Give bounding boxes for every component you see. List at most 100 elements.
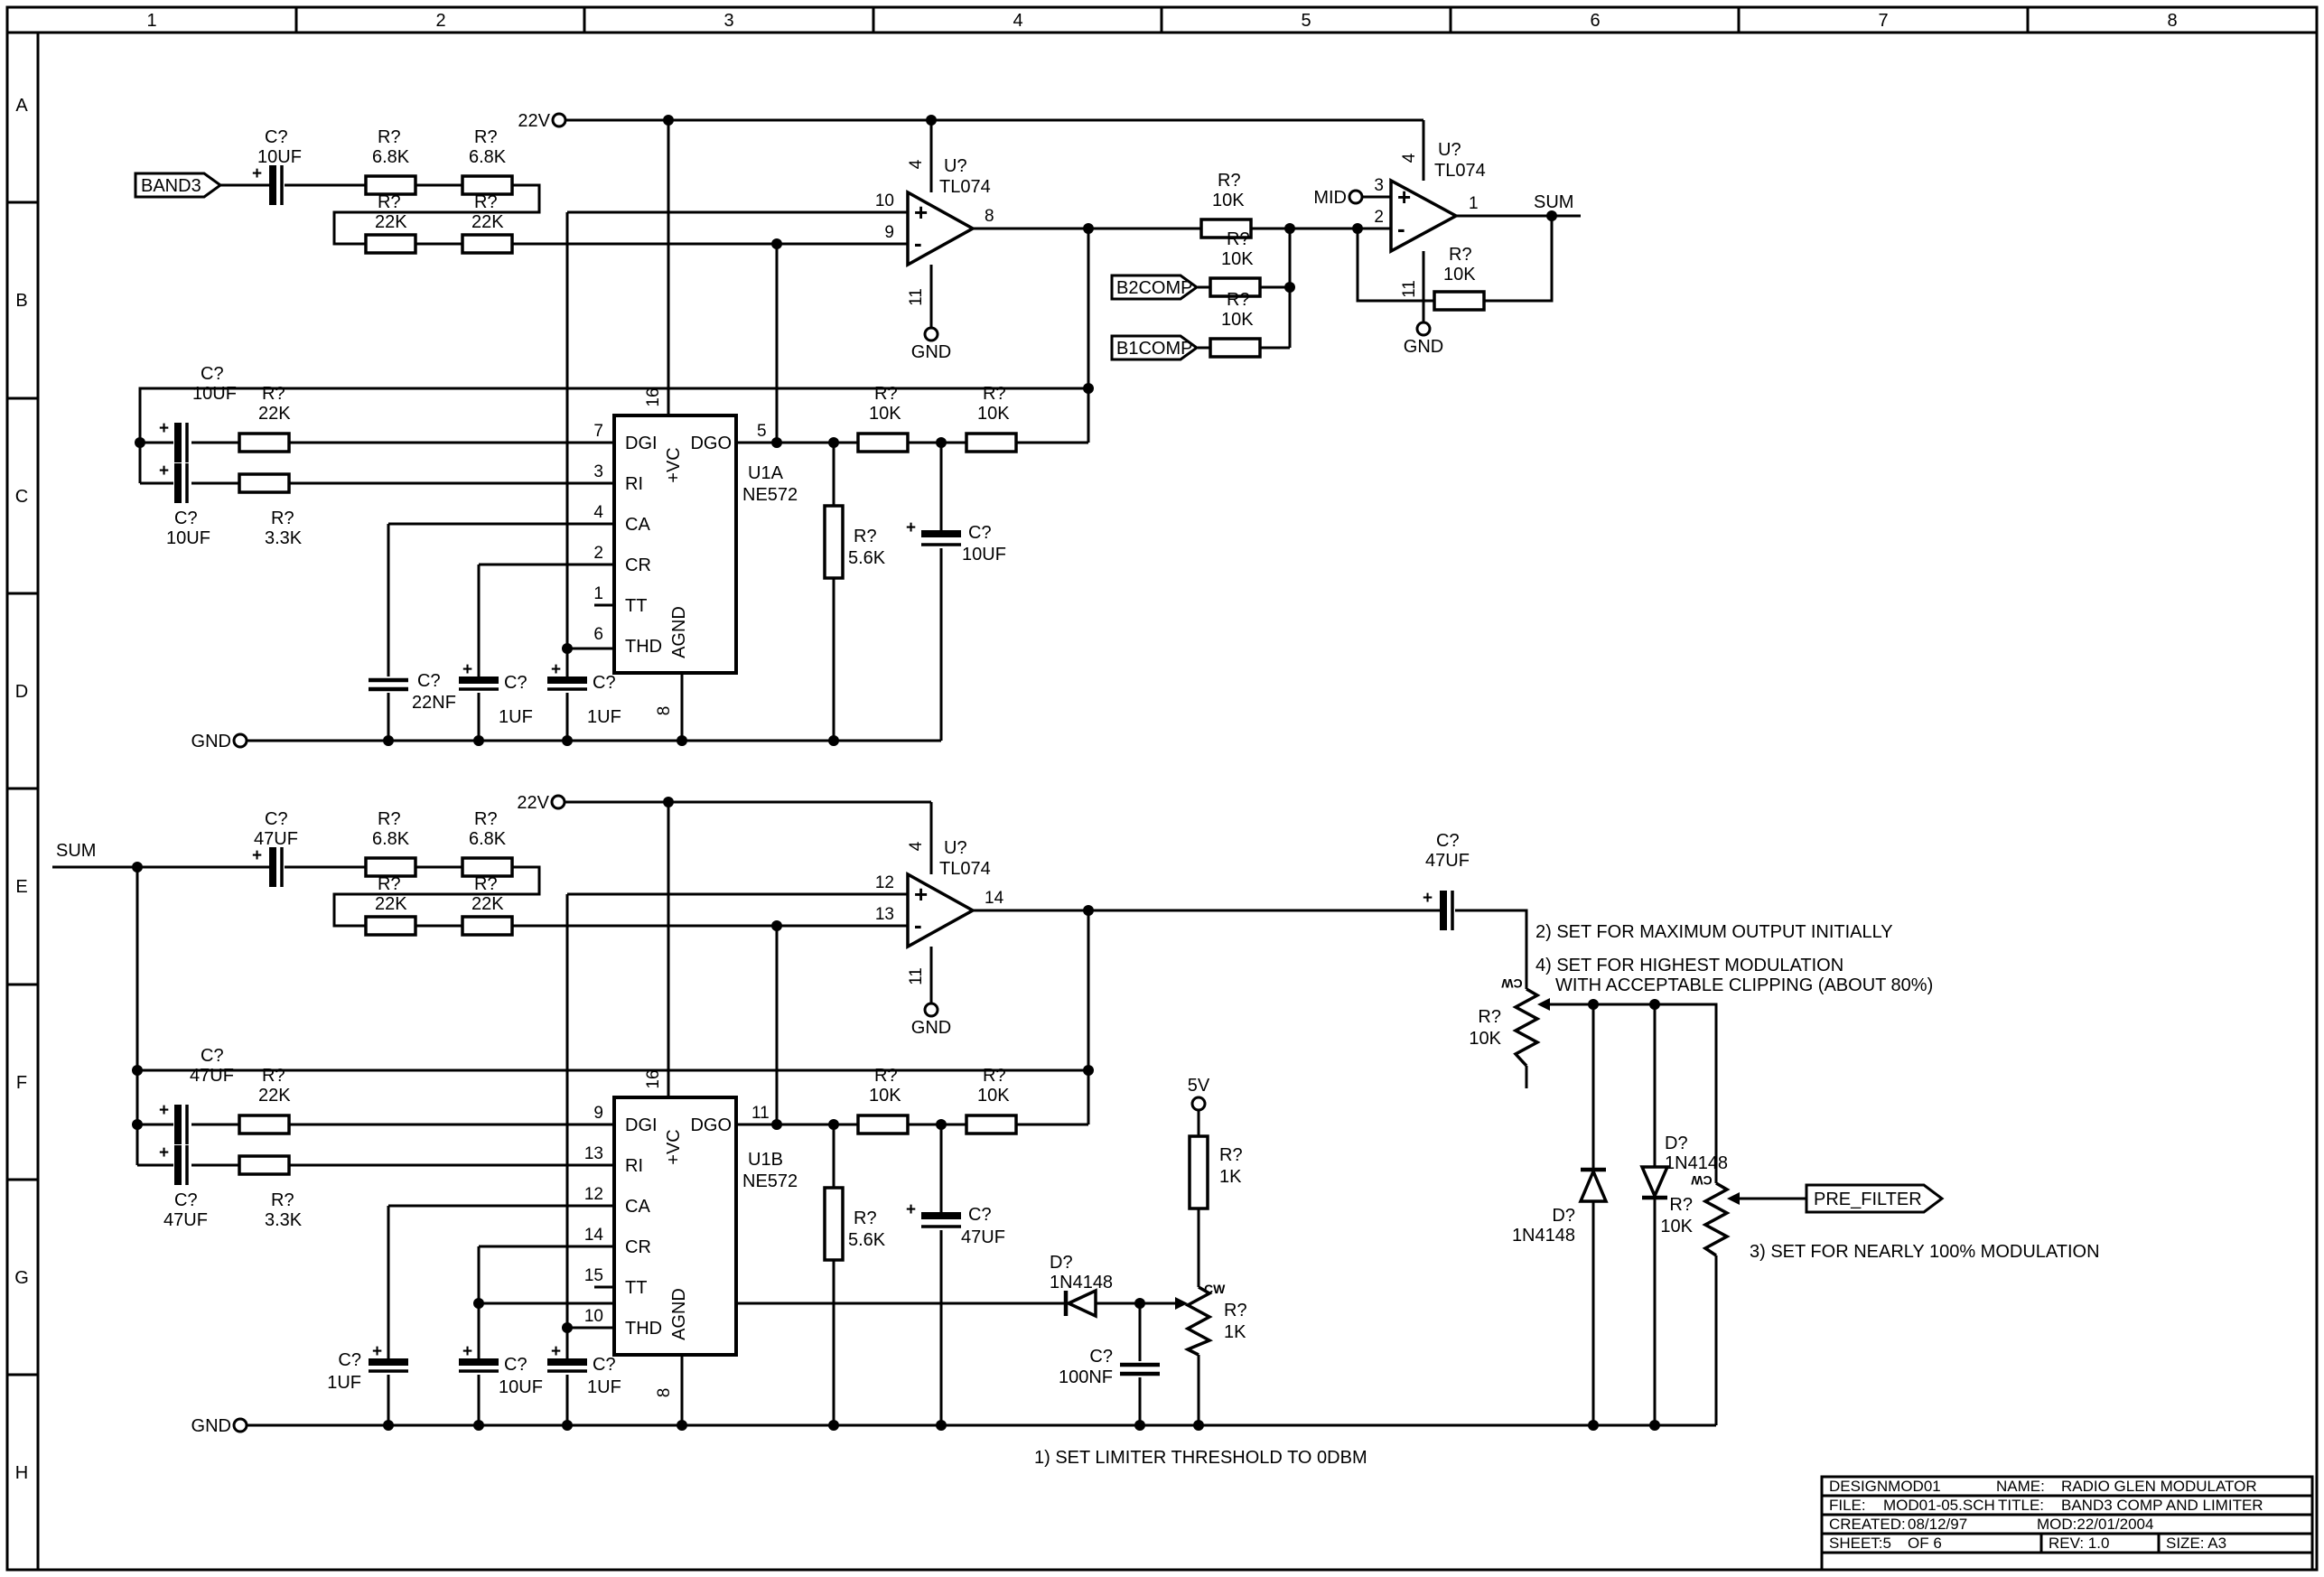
power-port-mid[interactable]: MID bbox=[1313, 188, 1364, 208]
ic-pin-name: CR bbox=[625, 1237, 651, 1257]
resistor-3k3-ri[interactable]: R? 3.3K bbox=[238, 472, 303, 548]
resistor-6k8-c[interactable]: R? 6.8K bbox=[364, 809, 417, 878]
created-date: 08/12/97 bbox=[1908, 1516, 1967, 1533]
capacitor-47uf-mid2[interactable]: + C? 47UF bbox=[906, 1200, 1005, 1247]
capacitor-47uf-output[interactable]: + C? 47UF bbox=[1423, 831, 1470, 930]
capacitor-47uf-dgi[interactable]: + C? 47UF bbox=[159, 1046, 234, 1144]
port-pre-filter[interactable]: PRE_FILTER bbox=[1805, 1183, 1945, 1214]
col-label: 4 bbox=[1013, 11, 1022, 31]
pin-number: 13 bbox=[875, 905, 894, 924]
polarity-plus-icon: + bbox=[462, 660, 472, 679]
resistor-5k6[interactable]: R? 5.6K bbox=[823, 504, 886, 580]
capacitor-1uf-thd[interactable]: + C? 1UF bbox=[547, 660, 621, 727]
pin-number: 11 bbox=[1400, 280, 1419, 298]
power-5v-label: 5V bbox=[1188, 1076, 1210, 1096]
capacitor-100nf[interactable]: C? 100NF bbox=[1059, 1347, 1160, 1387]
capacitor-22nf[interactable]: C? 22NF bbox=[369, 671, 456, 713]
res-ref: R? bbox=[378, 809, 401, 829]
resistor-10k-dgo2-b[interactable]: R? 10K bbox=[965, 1066, 1018, 1135]
resistor-3k3-ri2[interactable]: R? 3.3K bbox=[238, 1154, 303, 1230]
resistor-10k-b2[interactable]: R? 10K bbox=[1209, 229, 1262, 298]
gnd-label: GND bbox=[911, 1018, 951, 1038]
resistor-22k-a[interactable]: R? 22K bbox=[364, 192, 417, 255]
capacitor-10uf-cr2[interactable]: + C? 10UF bbox=[459, 1342, 543, 1397]
cap-value: 47UF bbox=[254, 829, 298, 849]
diode-ref: D? bbox=[1665, 1134, 1688, 1153]
potentiometer-1k-threshold[interactable]: CW R? 1K bbox=[1175, 1282, 1247, 1357]
capacitor-10uf-input[interactable]: + C? 10UF bbox=[252, 127, 302, 205]
resistor-22k-dgi2[interactable]: R? 22K bbox=[238, 1066, 291, 1135]
sheet-title: BAND3 COMP AND LIMITER bbox=[2061, 1497, 2263, 1514]
pin-number: 8 bbox=[985, 207, 994, 226]
resistor-6k8-a[interactable]: R? 6.8K bbox=[364, 127, 417, 196]
pot-cw-label: CW bbox=[1691, 1173, 1713, 1188]
resistor-10k-dgo2-a[interactable]: R? 10K bbox=[856, 1066, 910, 1135]
resistor-10k-b1[interactable]: R? 10K bbox=[1209, 290, 1262, 359]
port-b2comp[interactable]: B2COMP bbox=[1110, 274, 1199, 301]
cap-value: 100NF bbox=[1059, 1367, 1113, 1387]
title-block: DESIGNMOD01 NAME: RADIO GLEN MODULATOR F… bbox=[1820, 1475, 2314, 1572]
res-ref: R? bbox=[1218, 171, 1241, 191]
port-b1comp[interactable]: B1COMP bbox=[1110, 334, 1199, 361]
gnd-port-opamp1[interactable]: GND bbox=[911, 326, 951, 362]
res-value: 22K bbox=[258, 1086, 291, 1106]
resistor-5k6-2[interactable]: R? 5.6K bbox=[823, 1186, 886, 1262]
resistor-10k-out1[interactable]: R? 10K bbox=[1199, 171, 1253, 239]
power-port-22v-2[interactable]: 22V bbox=[517, 793, 566, 813]
opamp-tl074-3[interactable]: + - 12 13 14 4 11 U? TL074 bbox=[875, 838, 1004, 985]
capacitor-1uf-ca2[interactable]: + C? 1UF bbox=[327, 1342, 408, 1393]
opamp-tl074-2[interactable]: + - 3 2 1 4 11 U? TL074 bbox=[1374, 140, 1485, 298]
row-label: B bbox=[15, 291, 27, 311]
pin-number: 8 bbox=[655, 706, 674, 716]
gnd-port-opamp2[interactable]: GND bbox=[1404, 321, 1443, 357]
capacitor-10uf-ri[interactable]: + C? 10UF bbox=[159, 462, 210, 548]
potentiometer-10k-output[interactable]: CW R? 10K bbox=[1469, 976, 1550, 1068]
opamp-tl074-1[interactable]: + - 10 9 8 4 11 U? TL074 bbox=[875, 156, 994, 306]
resistor-22k-d[interactable]: R? 22K bbox=[461, 874, 514, 937]
ic-u1b-ne572[interactable]: DGI RI CA CR TT THD DGO +VC AGND 9 13 12… bbox=[584, 1069, 798, 1397]
ic-ref: U1A bbox=[748, 463, 784, 483]
ic-pin-name: CR bbox=[625, 555, 651, 575]
power-port-5v[interactable]: 5V bbox=[1188, 1076, 1210, 1112]
gnd-port-rail2[interactable]: GND bbox=[191, 1416, 248, 1436]
potentiometer-10k-prefilter[interactable]: CW R? 10K bbox=[1660, 1173, 1740, 1257]
resistor-6k8-d[interactable]: R? 6.8K bbox=[461, 809, 514, 878]
resistor-10k-dgo-b[interactable]: R? 10K bbox=[965, 384, 1018, 453]
capacitor-47uf-input[interactable]: + C? 47UF bbox=[252, 809, 298, 887]
res-ref: R? bbox=[378, 127, 401, 147]
res-ref: R? bbox=[271, 509, 294, 528]
resistor-22k-dgi[interactable]: R? 22K bbox=[238, 384, 291, 453]
col-label: 2 bbox=[435, 11, 445, 31]
resistor-6k8-b[interactable]: R? 6.8K bbox=[461, 127, 514, 196]
capacitor-1uf-cr[interactable]: + C? 1UF bbox=[459, 660, 533, 727]
resistor-22k-c[interactable]: R? 22K bbox=[364, 874, 417, 937]
col-label: 6 bbox=[1590, 11, 1600, 31]
diode-1n4148-threshold[interactable]: D? 1N4148 bbox=[1050, 1253, 1113, 1319]
capacitor-10uf-dgi[interactable]: + C? 10UF bbox=[159, 364, 237, 462]
resistor-1k[interactable]: R? 1K bbox=[1188, 1134, 1243, 1210]
ic-pin-name: RI bbox=[625, 1156, 643, 1176]
diode-1n4148-down[interactable]: D? 1N4148 bbox=[1639, 1134, 1728, 1200]
ic-u1a-ne572[interactable]: DGI RI CA CR TT THD DGO +VC AGND 7 3 4 2… bbox=[593, 387, 798, 715]
gnd-label: GND bbox=[191, 1416, 231, 1436]
gnd-port-opamp3[interactable]: GND bbox=[911, 1002, 951, 1038]
resistor-22k-b[interactable]: R? 22K bbox=[461, 192, 514, 255]
power-22v-label: 22V bbox=[517, 793, 549, 813]
capacitor-1uf-thd2[interactable]: + C? 1UF bbox=[547, 1342, 621, 1397]
power-mid-label: MID bbox=[1313, 188, 1347, 208]
resistor-10k-fb[interactable]: R? 10K bbox=[1433, 245, 1486, 312]
res-ref: R? bbox=[983, 384, 1006, 404]
pin-number: 2 bbox=[1374, 208, 1384, 227]
title-label: TITLE: bbox=[1998, 1497, 2044, 1514]
cap-ref: C? bbox=[338, 1350, 361, 1370]
power-port-22v[interactable]: 22V bbox=[518, 111, 567, 131]
gnd-port-rail1[interactable]: GND bbox=[191, 732, 248, 751]
resistor-10k-dgo-a[interactable]: R? 10K bbox=[856, 384, 910, 453]
capacitor-47uf-ri[interactable]: + C? 47UF bbox=[159, 1143, 208, 1230]
diode-1n4148-up[interactable]: D? 1N4148 bbox=[1512, 1167, 1609, 1246]
port-band3[interactable]: BAND3 bbox=[134, 172, 223, 199]
modified-date: MOD:22/01/2004 bbox=[2037, 1516, 2153, 1533]
cap-value: 47UF bbox=[190, 1066, 234, 1086]
capacitor-10uf-mid[interactable]: + C? 10UF bbox=[906, 518, 1006, 565]
